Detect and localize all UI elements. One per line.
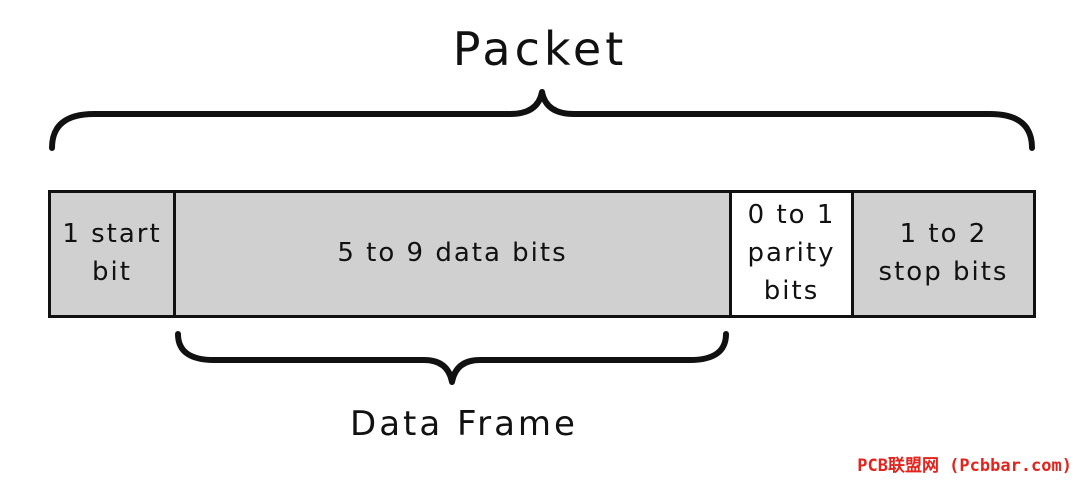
stop-bits-field: 1 to 2 stop bits xyxy=(854,193,1033,315)
data-frame-label: Data Frame xyxy=(350,404,578,444)
packet-title: Packet xyxy=(452,22,628,76)
start-bit-field: 1 start bit xyxy=(51,193,176,315)
data-bits-field: 5 to 9 data bits xyxy=(176,193,732,315)
packet-brace xyxy=(49,89,1035,151)
packet-fields-row: 1 start bit 5 to 9 data bits 0 to 1 pari… xyxy=(48,190,1036,318)
parity-bit-field: 0 to 1 parity bits xyxy=(732,193,854,315)
data-frame-brace xyxy=(175,331,729,385)
watermark: PCB联盟网 (Pcbbar.com) xyxy=(857,456,1072,476)
